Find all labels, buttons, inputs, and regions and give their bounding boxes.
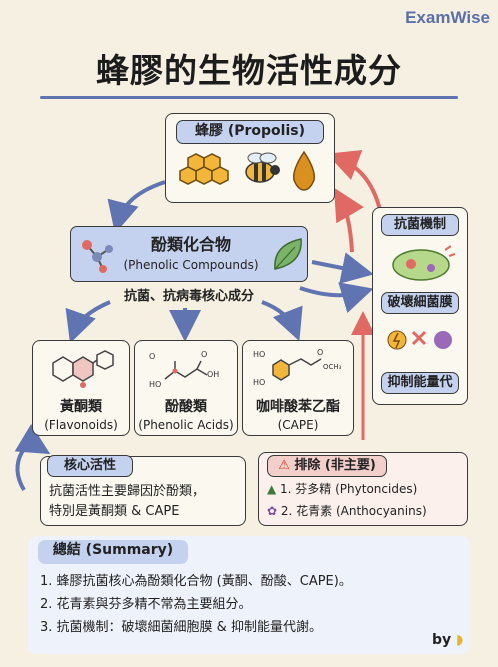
arrow-phenolic-to-mechanism-2 xyxy=(299,282,374,314)
flavonoids-name: 黃酮類 xyxy=(60,399,102,415)
summary-lines: 1. 蜂膠抗菌核心為酚類化合物 (黃酮、酚酸、CAPE)。 2. 花青素與芬多精… xyxy=(40,570,464,639)
energy-block-icon xyxy=(387,330,452,350)
summary-line-1: 1. 蜂膠抗菌核心為酚類化合物 (黃酮、酚酸、CAPE)。 xyxy=(40,574,352,589)
core-activity-box: 核心活性 抗菌活性主要歸因於酚類， 特別是黃酮類 & CAPE xyxy=(40,455,246,526)
page-title: 蜂膠的生物活性成分 xyxy=(96,51,402,90)
mechanism-item-membrane: 破壞細菌膜 xyxy=(381,292,459,314)
svg-text:O: O xyxy=(149,352,155,361)
molecule-icon xyxy=(82,240,113,273)
exclude-box: ⚠ 排除 (非主要) ▲ 1. 芬多精 (Phytoncides) ✿ 2. 花… xyxy=(258,452,468,526)
arrow-mechanism-to-propolis-1 xyxy=(326,150,382,211)
propolis-label: 蜂膠 (Propolis) xyxy=(176,120,324,144)
cape-en: (CAPE) xyxy=(277,418,319,432)
tree-icon: ▲ xyxy=(267,482,281,496)
cape-structure-icon: HO HO O OCH₃ xyxy=(253,348,342,387)
title-underline xyxy=(40,96,458,99)
flavonoids-en: (Flavonoids) xyxy=(44,418,118,432)
arrow-phenolic-to-cape xyxy=(261,300,303,342)
exclude-item1-row: ▲ 1. 芬多精 (Phytoncides) xyxy=(267,479,467,499)
svg-text:HO: HO xyxy=(253,350,265,359)
svg-text:OCH₃: OCH₃ xyxy=(323,363,342,371)
core-activity-line1: 抗菌活性主要歸因於酚類， xyxy=(49,484,206,499)
summary-box: 總結 (Summary) 1. 蜂膠抗菌核心為酚類化合物 (黃酮、酚酸、CAPE… xyxy=(28,536,470,654)
mechanism-item-energy: 抑制能量代 xyxy=(381,372,459,394)
core-activity-line2: 特別是黃酮類 & CAPE xyxy=(49,504,180,519)
core-activity-title: 核心活性 xyxy=(47,455,133,477)
propolis-icons xyxy=(179,150,316,191)
propolis-box: 蜂膠 (Propolis) xyxy=(165,113,335,203)
arrow-phenolic-to-mechanism-1 xyxy=(311,252,374,284)
exclude-title: 排除 (非主要) xyxy=(294,458,376,473)
propolis-drop-icon xyxy=(292,150,316,191)
summary-title: 總結 (Summary) xyxy=(38,540,188,564)
honeycomb-icon xyxy=(179,153,229,185)
brand-logo: ExamWise xyxy=(405,8,490,27)
flavonoids-box: 黃酮類 (Flavonoids) xyxy=(32,340,130,436)
cape-name: 咖啡酸苯乙酯 xyxy=(256,399,340,415)
arrow-mechanism-to-propolis-2 xyxy=(333,187,364,253)
svg-text:O: O xyxy=(317,348,323,357)
arrow-phenolic-to-flavonoids xyxy=(65,300,111,344)
warning-icon: ⚠ xyxy=(278,458,295,473)
phenolic-acids-box: O O OH HO 酚酸類 (Phenolic Acids) xyxy=(134,340,238,436)
arrow-core-loop xyxy=(14,423,51,492)
arrow-propolis-to-phenolic xyxy=(107,180,166,234)
exclude-item2-row: ✿ 2. 花青素 (Anthocyanins) xyxy=(267,501,467,521)
svg-text:HO: HO xyxy=(149,380,161,389)
signature: by ◗ xyxy=(432,632,472,648)
phenolic-box: 酚類化合物 (Phenolic Compounds) xyxy=(70,226,308,282)
flower-icon: ✿ xyxy=(267,504,281,518)
bee-icon xyxy=(245,152,280,183)
leaf-icon xyxy=(274,238,302,270)
flavonoid-structure-icon xyxy=(52,350,114,388)
phenolic-acids-name: 酚酸類 xyxy=(165,399,207,415)
exclude-item1: 1. 芬多精 (Phytoncides) xyxy=(280,482,418,496)
phenolic-acids-en: (Phenolic Acids) xyxy=(138,418,234,432)
phenolic-caption: 抗菌、抗病毒核心成分 xyxy=(123,289,254,304)
cape-box: HO HO O OCH₃ 咖啡酸苯乙酯 (CAPE) xyxy=(242,340,354,436)
mechanism-title: 抗菌機制 xyxy=(381,214,459,236)
phenolic-subtitle: (Phenolic Compounds) xyxy=(123,258,259,272)
exclude-item2: 2. 花青素 (Anthocyanins) xyxy=(280,504,427,518)
signature-text: by xyxy=(432,632,452,648)
summary-line-2: 2. 花青素與芬多精不常為主要組分。 xyxy=(40,597,252,612)
exclude-title-pill: ⚠ 排除 (非主要) xyxy=(267,455,387,477)
bacteria-icon xyxy=(392,245,456,281)
phenolic-acid-structure-icon: O O OH HO xyxy=(149,350,219,389)
svg-text:O: O xyxy=(201,350,207,359)
mechanism-box: 抗菌機制 破壞細菌膜 抑制能量代 xyxy=(372,207,468,405)
summary-line-3: 3. 抗菌機制：破壞細菌細胞膜 & 抑制能量代謝。 xyxy=(40,620,322,635)
svg-text:OH: OH xyxy=(207,370,219,379)
banana-icon: ◗ xyxy=(451,632,464,648)
svg-text:HO: HO xyxy=(253,378,265,387)
phenolic-title: 酚類化合物 xyxy=(150,235,231,254)
